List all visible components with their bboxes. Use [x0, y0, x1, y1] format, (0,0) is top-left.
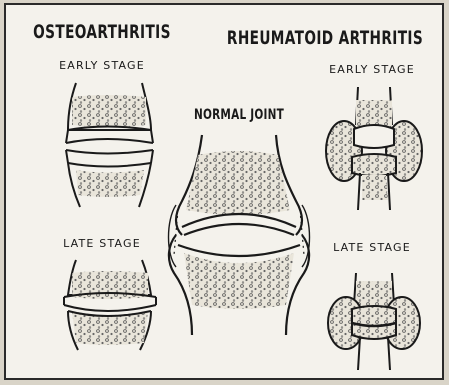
- heading-normal-joint: NORMAL JOINT: [194, 107, 284, 123]
- label-ra-late-stage: LATE STAGE: [333, 241, 411, 254]
- heading-rheumatoid-arthritis: RHEUMATOID ARTHRITIS: [227, 27, 423, 49]
- label-ra-early-stage: EARLY STAGE: [329, 63, 415, 76]
- osteoarthritis-early-joint: [66, 83, 153, 207]
- osteoarthritis-late-joint: [64, 260, 156, 350]
- rheumatoid-late-joint: [328, 273, 420, 370]
- diagram-frame: OSTEOARTHRITIS RHEUMATOID ARTHRITIS EARL…: [4, 3, 444, 380]
- label-oa-late-stage: LATE STAGE: [63, 237, 141, 250]
- heading-osteoarthritis: OSTEOARTHRITIS: [33, 21, 171, 43]
- label-oa-early-stage: EARLY STAGE: [59, 59, 145, 72]
- normal-joint: [169, 135, 310, 335]
- rheumatoid-early-joint: [326, 87, 422, 210]
